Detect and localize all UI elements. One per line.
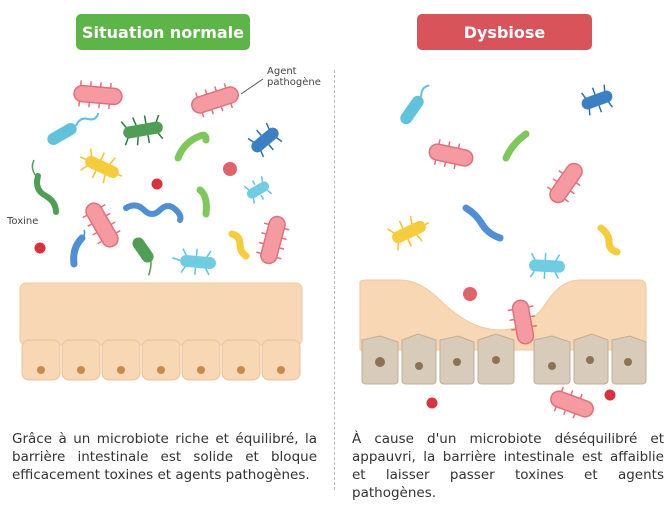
healthy-cells: [21, 339, 301, 381]
right-microbes: [387, 84, 621, 419]
blue-spiral-right: [462, 204, 504, 242]
pathogen-rod-right-1: [428, 139, 474, 170]
toxin-dot-3: [34, 242, 46, 254]
blue-spiky-microbe: [247, 122, 283, 158]
dysbiosis-badge: Dysbiose: [417, 14, 592, 50]
lime-curve-2: [196, 186, 210, 218]
dysbiosis-title: Dysbiose: [463, 22, 546, 42]
blue-spiky-right: [581, 84, 613, 116]
green-curve: [34, 173, 59, 215]
toxin-dot-right-3: [604, 389, 616, 401]
left-microbes: [31, 78, 290, 276]
pathogen-agent-label: Agent pathogène: [267, 66, 321, 88]
pathogen-rod-escaped: [550, 386, 594, 419]
healthy-barrier: [19, 282, 303, 381]
yellow-spiky-right: [387, 215, 430, 251]
pathogen-rod-1: [73, 80, 123, 110]
agent-leader-line: [240, 78, 264, 95]
toxin-dot-right-2: [426, 397, 438, 409]
cyan-small-spiky: [243, 176, 273, 204]
pathogen-agent-label-line2: pathogène: [267, 77, 321, 88]
pathogen-rod-breach: [507, 299, 537, 345]
toxin-dot-1: [223, 162, 237, 176]
pathogen-rod-2: [191, 83, 239, 118]
toxin-label: Toxine: [7, 216, 39, 227]
damaged-cells: [361, 333, 647, 385]
cyan-spiky-right: [529, 252, 565, 279]
pathogen-rod-right-2: [546, 162, 583, 204]
damaged-barrier: [359, 279, 647, 385]
green-rod: [132, 237, 154, 276]
cyan-flagellate: [47, 112, 100, 145]
pathogen-rod-4: [256, 215, 290, 265]
dysbiosis-caption: À cause d'un microbiote déséquilibré et …: [352, 431, 664, 501]
normal-situation-title: Situation normale: [81, 22, 244, 42]
panel-divider: [334, 70, 335, 490]
cyan-flagellate-right: [400, 84, 430, 125]
lime-curve-right: [502, 130, 530, 162]
cyan-large-spiky: [172, 248, 216, 276]
toxin-dot-2: [151, 178, 163, 190]
pathogen-rod-3: [82, 202, 121, 248]
normal-caption: Grâce à un microbiote riche et équilibré…: [12, 431, 317, 483]
pathogen-agent-label-line1: Agent: [267, 66, 297, 77]
toxin-dot-right-1: [463, 287, 477, 301]
normal-situation-badge: Situation normale: [76, 14, 250, 50]
green-spiky-microbe: [120, 114, 164, 146]
yellow-squiggle-right: [597, 224, 621, 256]
yellow-spiky-microbe: [79, 148, 123, 184]
lime-curve-1: [174, 131, 210, 162]
yellow-squiggle: [228, 230, 250, 260]
blue-spiral: [123, 202, 184, 223]
blue-curve: [70, 234, 86, 268]
